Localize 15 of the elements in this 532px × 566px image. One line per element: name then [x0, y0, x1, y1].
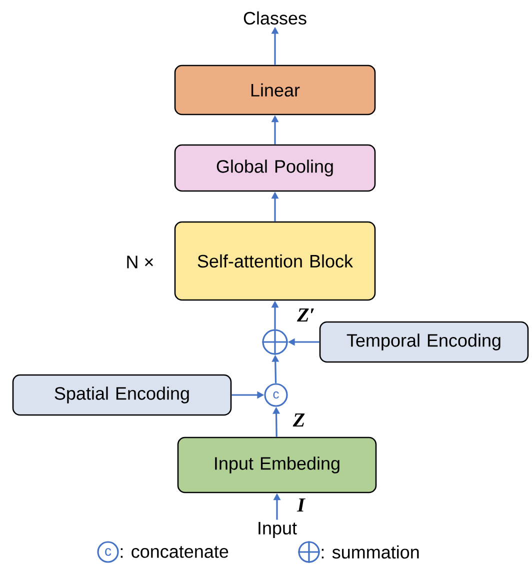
text-label: Classes [244, 11, 306, 25]
legend-text: : summation [322, 545, 419, 559]
edge-label: I [296, 497, 306, 513]
legend-text: : concatenate [120, 546, 228, 558]
edge-label: Z′ [296, 307, 316, 323]
edge-label: Z [292, 412, 306, 428]
process-box: Input Embeding [177, 436, 377, 494]
process-box: Global Pooling [174, 144, 376, 192]
text-label: Input [258, 522, 297, 538]
side-label: N × [127, 256, 153, 268]
process-box: Self-attention Block [174, 221, 376, 301]
summation-circle [261, 328, 289, 356]
process-box: Spatial Encoding [12, 374, 232, 416]
process-box: Linear [174, 64, 376, 116]
process-box: Temporal Encoding [319, 321, 529, 363]
